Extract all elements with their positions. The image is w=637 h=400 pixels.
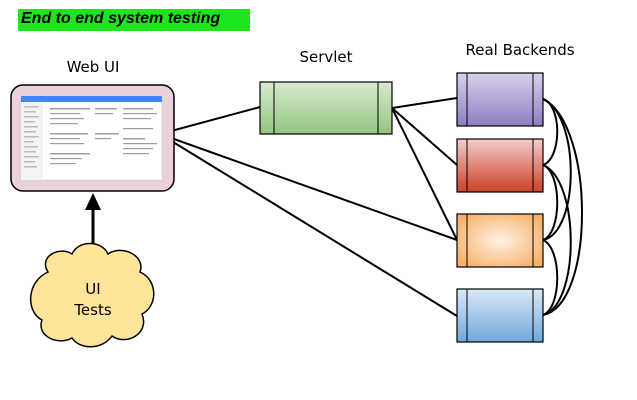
cloud-shape-icon[interactable] [29, 242, 155, 348]
screenshot-thumbnail-icon [20, 95, 163, 181]
page-title: End to end system testing [21, 10, 221, 27]
web-ui-node[interactable] [10, 84, 175, 192]
backend-blue[interactable] [456, 288, 544, 343]
backend-red[interactable] [456, 138, 544, 193]
backends-label: Real Backends [465, 41, 575, 59]
connectors-web-ui [159, 106, 458, 317]
backend-purple[interactable] [456, 72, 544, 127]
servlet-label: Servlet [299, 48, 353, 66]
tests-label-line1: UI [85, 280, 101, 298]
backend-interconnect [542, 98, 583, 316]
tests-label-line2: Tests [74, 301, 112, 319]
web-ui-label: Web UI [66, 58, 120, 76]
connectors-servlet [391, 97, 458, 241]
title-banner [18, 9, 250, 31]
backend-orange[interactable] [456, 213, 544, 268]
servlet-node[interactable] [259, 81, 393, 135]
